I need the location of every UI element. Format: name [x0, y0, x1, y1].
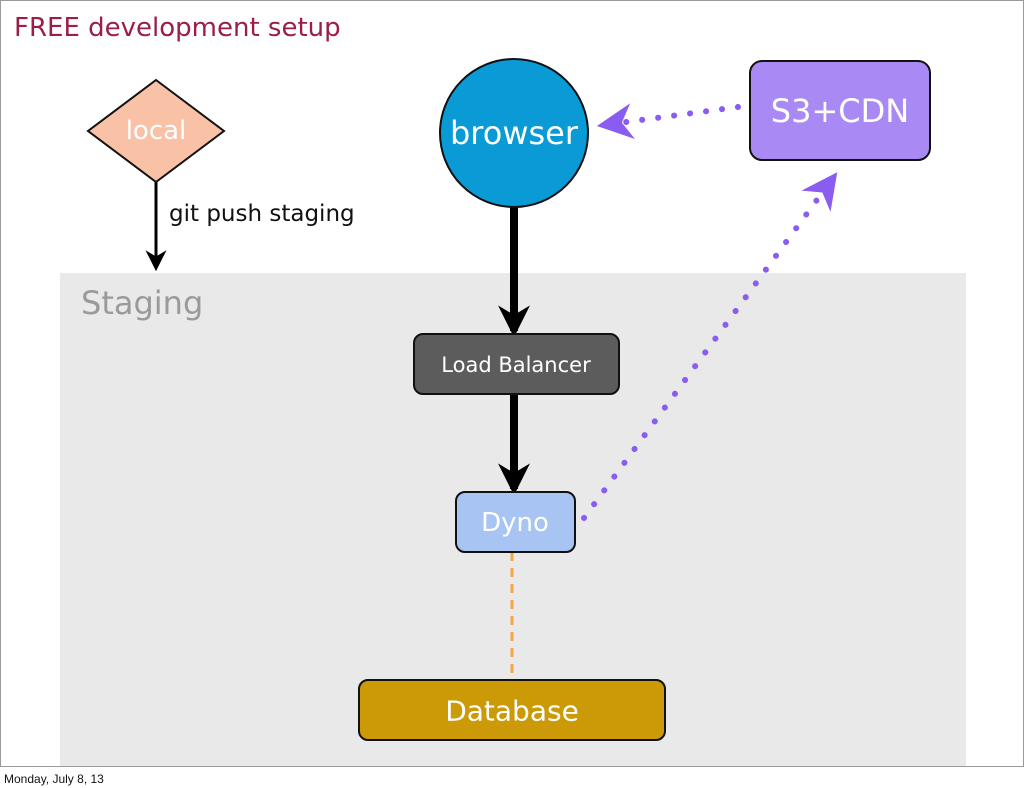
s3cdn-label: S3+CDN: [771, 92, 909, 130]
git-push-label: git push staging: [169, 201, 355, 227]
local-label: local: [126, 116, 187, 146]
node-dyno: Dyno: [455, 491, 576, 553]
edge-dyno-to-s3cdn: [581, 172, 838, 521]
slide-title: FREE development setup: [14, 13, 341, 43]
node-browser: browser: [439, 58, 589, 208]
diagram-svg: local browser S3+CDN Load Balancer Dyno …: [86, 58, 931, 741]
node-local: local: [86, 78, 226, 184]
node-load-balancer: Load Balancer: [413, 333, 620, 395]
load-balancer-box-shape: [413, 333, 620, 395]
browser-circle-shape: [439, 58, 589, 208]
load-balancer-label: Load Balancer: [441, 353, 591, 377]
footer-date: Monday, July 8, 13: [4, 772, 104, 786]
slide-canvas: local browser S3+CDN Load Balancer Dyno …: [0, 0, 1024, 767]
node-database: Database: [358, 679, 666, 741]
database-box-shape: [358, 679, 666, 741]
staging-zone-label: Staging: [81, 284, 204, 322]
database-label: Database: [445, 695, 579, 728]
dyno-box-shape: [455, 491, 576, 553]
s3cdn-box-shape: [749, 60, 931, 161]
browser-label: browser: [450, 114, 579, 152]
edge-s3cdn-to-browser: [596, 103, 741, 140]
local-diamond-shape: [86, 78, 226, 184]
dyno-label: Dyno: [481, 508, 549, 538]
node-s3cdn: S3+CDN: [749, 60, 931, 161]
